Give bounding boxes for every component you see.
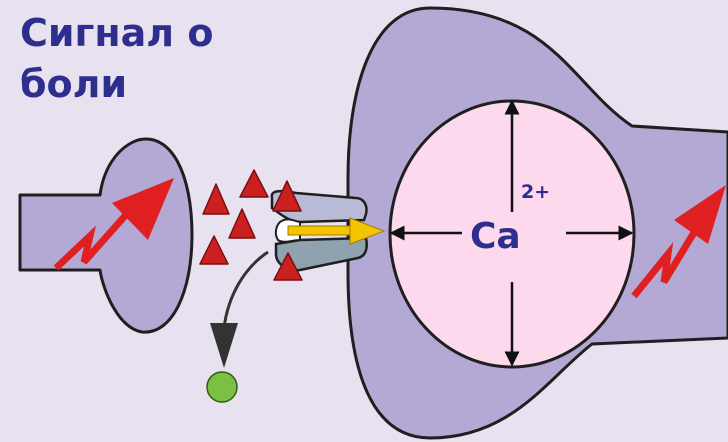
triangle-icon — [272, 180, 302, 212]
triangle-icon — [199, 235, 229, 265]
calcium-label: Ca — [470, 216, 521, 257]
ligand-group — [199, 169, 303, 281]
triangle-icon — [202, 183, 230, 215]
release-arrow-head — [210, 323, 238, 368]
triangle-icon — [273, 252, 303, 281]
postsynaptic-signal-icon — [631, 185, 726, 299]
triangle-icon — [239, 169, 269, 198]
release-arrow-shaft — [222, 250, 269, 329]
presynaptic-signal-icon — [53, 178, 174, 271]
ion-flow-arrow — [287, 217, 386, 245]
released-molecule — [206, 371, 238, 403]
calcium-spread-arrows — [389, 99, 634, 367]
diagram-title: Сигнал о боли — [20, 11, 214, 106]
triangle-icon — [228, 208, 256, 239]
calcium-charge: 2+ — [521, 181, 550, 203]
receptor-bottom — [274, 236, 368, 272]
